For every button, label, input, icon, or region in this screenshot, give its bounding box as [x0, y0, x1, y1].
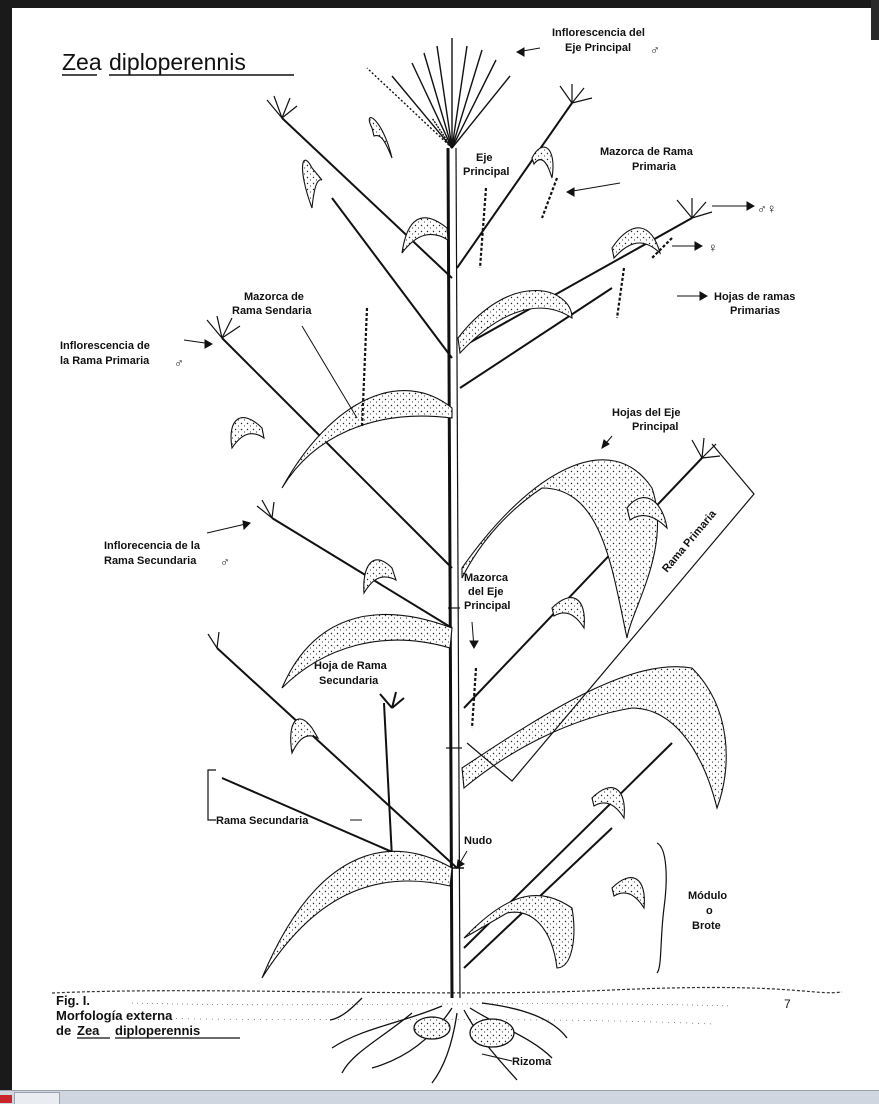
- label-eje-principal-2: Principal: [463, 166, 509, 178]
- label-mazorca-rama-sendaria-2: Rama Sendaria: [232, 305, 312, 317]
- caption-line-3-prefix: de: [56, 1023, 71, 1038]
- bottom-tab-bar: [0, 1090, 879, 1104]
- label-hoja-rama-secundaria-1: Hoja de Rama: [314, 660, 388, 672]
- male-symbol-rama-primaria: ♂: [174, 355, 184, 370]
- female-symbol: ♀: [708, 240, 718, 255]
- label-modulo-1: Módulo: [688, 890, 727, 902]
- page-number: 7: [784, 997, 791, 1011]
- male-symbol-main: ♂: [650, 42, 660, 57]
- title-genus: Zea: [62, 49, 102, 75]
- bottom-tab[interactable]: [14, 1092, 60, 1104]
- label-mazorca-rama-primaria-2: Primaria: [632, 161, 677, 173]
- label-infl-rama-secundaria-2: Rama Secundaria: [104, 555, 197, 567]
- caption-line-2: Morfología externa: [56, 1008, 173, 1023]
- label-modulo-3: Brote: [692, 920, 721, 932]
- caption-line-1: Fig. I.: [56, 993, 90, 1008]
- label-mazorca-eje-principal-3: Principal: [464, 600, 510, 612]
- caption-line-3-species: diploperennis: [115, 1023, 200, 1038]
- red-indicator: [0, 1095, 12, 1103]
- label-hojas-ramas-primarias-1: Hojas de ramas: [714, 291, 795, 303]
- label-hojas-ramas-primarias-2: Primarias: [730, 305, 780, 317]
- title-species: diploperennis: [109, 49, 246, 75]
- label-hojas-eje-principal-2: Principal: [632, 421, 678, 433]
- male-symbol-rama-secundaria: ♂: [220, 554, 230, 569]
- window-top-border: [0, 0, 879, 8]
- label-infl-rama-secundaria-1: Inflorecencia de la: [104, 540, 201, 552]
- label-mazorca-rama-sendaria-1: Mazorca de: [244, 291, 304, 303]
- caption-line-3-genus: Zea: [77, 1023, 100, 1038]
- label-infl-main-2: Eje Principal: [565, 42, 631, 54]
- male-female-symbol: ♂♀: [757, 201, 777, 216]
- label-rizoma: Rizoma: [512, 1056, 552, 1068]
- label-infl-main-1: Inflorescencia del: [552, 27, 645, 39]
- figure-labels: Inflorescencia del Eje Principal ♂ Eje P…: [60, 27, 795, 1068]
- label-infl-rama-primaria-1: Inflorescencia de: [60, 340, 150, 352]
- label-arrows: [184, 48, 754, 1061]
- figure-title: Zea diploperennis: [62, 49, 294, 75]
- label-mazorca-rama-primaria-1: Mazorca de Rama: [600, 146, 694, 158]
- label-hojas-eje-principal-1: Hojas del Eje: [612, 407, 680, 419]
- label-mazorca-eje-principal-1: Mazorca: [464, 572, 509, 584]
- label-rama-secundaria: Rama Secundaria: [216, 815, 309, 827]
- leaves: [231, 118, 726, 978]
- label-mazorca-eje-principal-2: del Eje: [468, 586, 503, 598]
- main-tassel: [367, 38, 510, 148]
- label-modulo-2: o: [706, 905, 713, 917]
- figure-caption: Fig. I. Morfología externa de Zea diplop…: [56, 993, 240, 1038]
- plant-morphology-figure: Zea diploperennis: [12, 8, 879, 1090]
- label-eje-principal-1: Eje: [476, 152, 493, 164]
- window-left-border: [0, 0, 12, 1103]
- label-infl-rama-primaria-2: la Rama Primaria: [60, 355, 150, 367]
- rhizome-roots: [330, 998, 567, 1083]
- label-nudo: Nudo: [464, 835, 492, 847]
- label-hoja-rama-secundaria-2: Secundaria: [319, 675, 379, 687]
- label-rama-primaria: Rama Primaria: [660, 508, 719, 575]
